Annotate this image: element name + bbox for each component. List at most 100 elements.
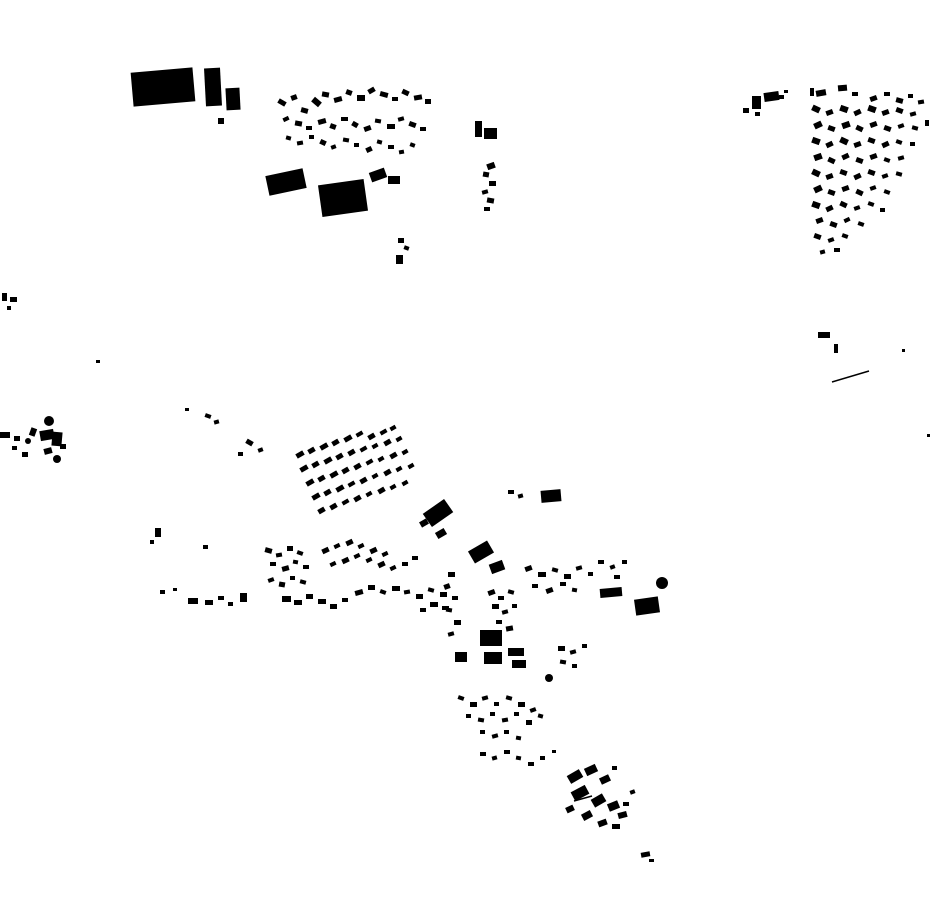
building-footprint: [486, 161, 496, 171]
building-footprint: [277, 98, 287, 107]
building-footprint: [10, 297, 17, 302]
building-footprint: [305, 478, 315, 487]
building-footprint: [367, 86, 376, 95]
building-footprint: [526, 720, 532, 725]
building-footprint: [285, 135, 292, 141]
building-footprint: [827, 237, 835, 243]
building-footprint: [342, 598, 348, 602]
building-footprint: [813, 184, 823, 194]
building-footprint: [204, 67, 222, 107]
building-footprint: [839, 104, 849, 114]
building-footprint: [810, 88, 814, 96]
building-footprint: [927, 434, 930, 437]
building-footprint: [379, 428, 388, 436]
building-footprint: [606, 800, 621, 812]
building-footprint: [351, 120, 359, 129]
building-footprint: [389, 424, 397, 432]
building-footprint: [583, 763, 599, 777]
building-footprint: [853, 172, 862, 181]
building-footprint: [345, 89, 353, 96]
building-footprint: [496, 620, 502, 624]
building-footprint: [300, 107, 309, 114]
round-structure: [545, 674, 553, 682]
building-footprint: [374, 118, 382, 124]
building-footprint: [290, 94, 298, 101]
building-footprint: [827, 188, 836, 197]
round-structure: [656, 577, 668, 589]
building-footprint: [597, 818, 608, 828]
building-footprint: [347, 480, 356, 488]
building-footprint: [281, 565, 290, 572]
building-footprint: [571, 587, 578, 593]
building-footprint: [354, 589, 364, 596]
building-footprint: [528, 762, 534, 766]
building-footprint: [484, 128, 497, 139]
building-footprint: [420, 608, 426, 612]
building-footprint: [396, 255, 403, 264]
building-footprint: [565, 804, 575, 814]
building-footprint: [494, 702, 499, 706]
building-footprint: [342, 137, 350, 143]
building-footprint: [395, 465, 403, 473]
building-footprint: [331, 438, 340, 447]
building-footprint: [376, 139, 383, 145]
building-footprint: [341, 498, 350, 506]
building-footprint: [910, 142, 915, 146]
building-footprint: [12, 446, 17, 450]
building-footprint: [532, 584, 538, 588]
building-footprint: [265, 168, 307, 196]
building-footprint: [317, 506, 326, 515]
building-footprint: [367, 432, 376, 441]
building-footprint: [397, 116, 405, 122]
building-footprint: [354, 143, 359, 147]
building-footprint: [299, 464, 309, 473]
building-footprint: [743, 108, 749, 113]
building-footprint: [343, 434, 353, 443]
building-footprint: [398, 238, 404, 243]
building-footprint: [365, 556, 373, 564]
building-footprint: [853, 108, 862, 117]
building-footprint: [634, 596, 660, 616]
building-footprint: [425, 99, 431, 104]
building-footprint: [852, 92, 858, 96]
building-footprint: [341, 466, 350, 475]
building-footprint: [909, 111, 917, 117]
building-footprint: [588, 572, 593, 576]
building-footprint: [381, 550, 389, 558]
building-footprint: [487, 588, 496, 597]
building-footprint: [357, 95, 365, 101]
building-footprint: [507, 589, 515, 595]
building-footprint: [311, 492, 321, 501]
building-footprint: [481, 189, 489, 195]
building-footprint: [569, 649, 577, 655]
building-footprint: [566, 769, 584, 784]
building-footprint: [617, 810, 628, 820]
building-footprint: [514, 712, 519, 716]
building-footprint: [353, 552, 361, 560]
building-footprint: [377, 486, 386, 495]
building-footprint: [908, 94, 913, 98]
building-footprint: [853, 140, 862, 149]
building-footprint: [96, 360, 100, 363]
building-footprint: [552, 750, 556, 753]
building-footprint: [551, 567, 559, 573]
building-footprint: [402, 562, 408, 566]
building-footprint: [377, 455, 385, 463]
building-footprint: [883, 189, 891, 195]
building-footprint: [389, 483, 397, 491]
building-footprint: [902, 349, 905, 352]
building-footprint: [827, 124, 836, 133]
building-footprint: [395, 435, 403, 443]
building-footprint: [515, 755, 522, 761]
building-footprint: [818, 332, 830, 338]
building-footprint: [309, 135, 314, 139]
building-footprint: [401, 479, 409, 487]
building-footprint: [614, 575, 620, 579]
building-footprint: [825, 172, 834, 181]
building-footprint: [311, 460, 320, 469]
building-footprint: [387, 124, 395, 129]
building-footprint: [455, 652, 467, 662]
building-footprint: [512, 604, 517, 608]
building-footprint: [779, 95, 784, 99]
